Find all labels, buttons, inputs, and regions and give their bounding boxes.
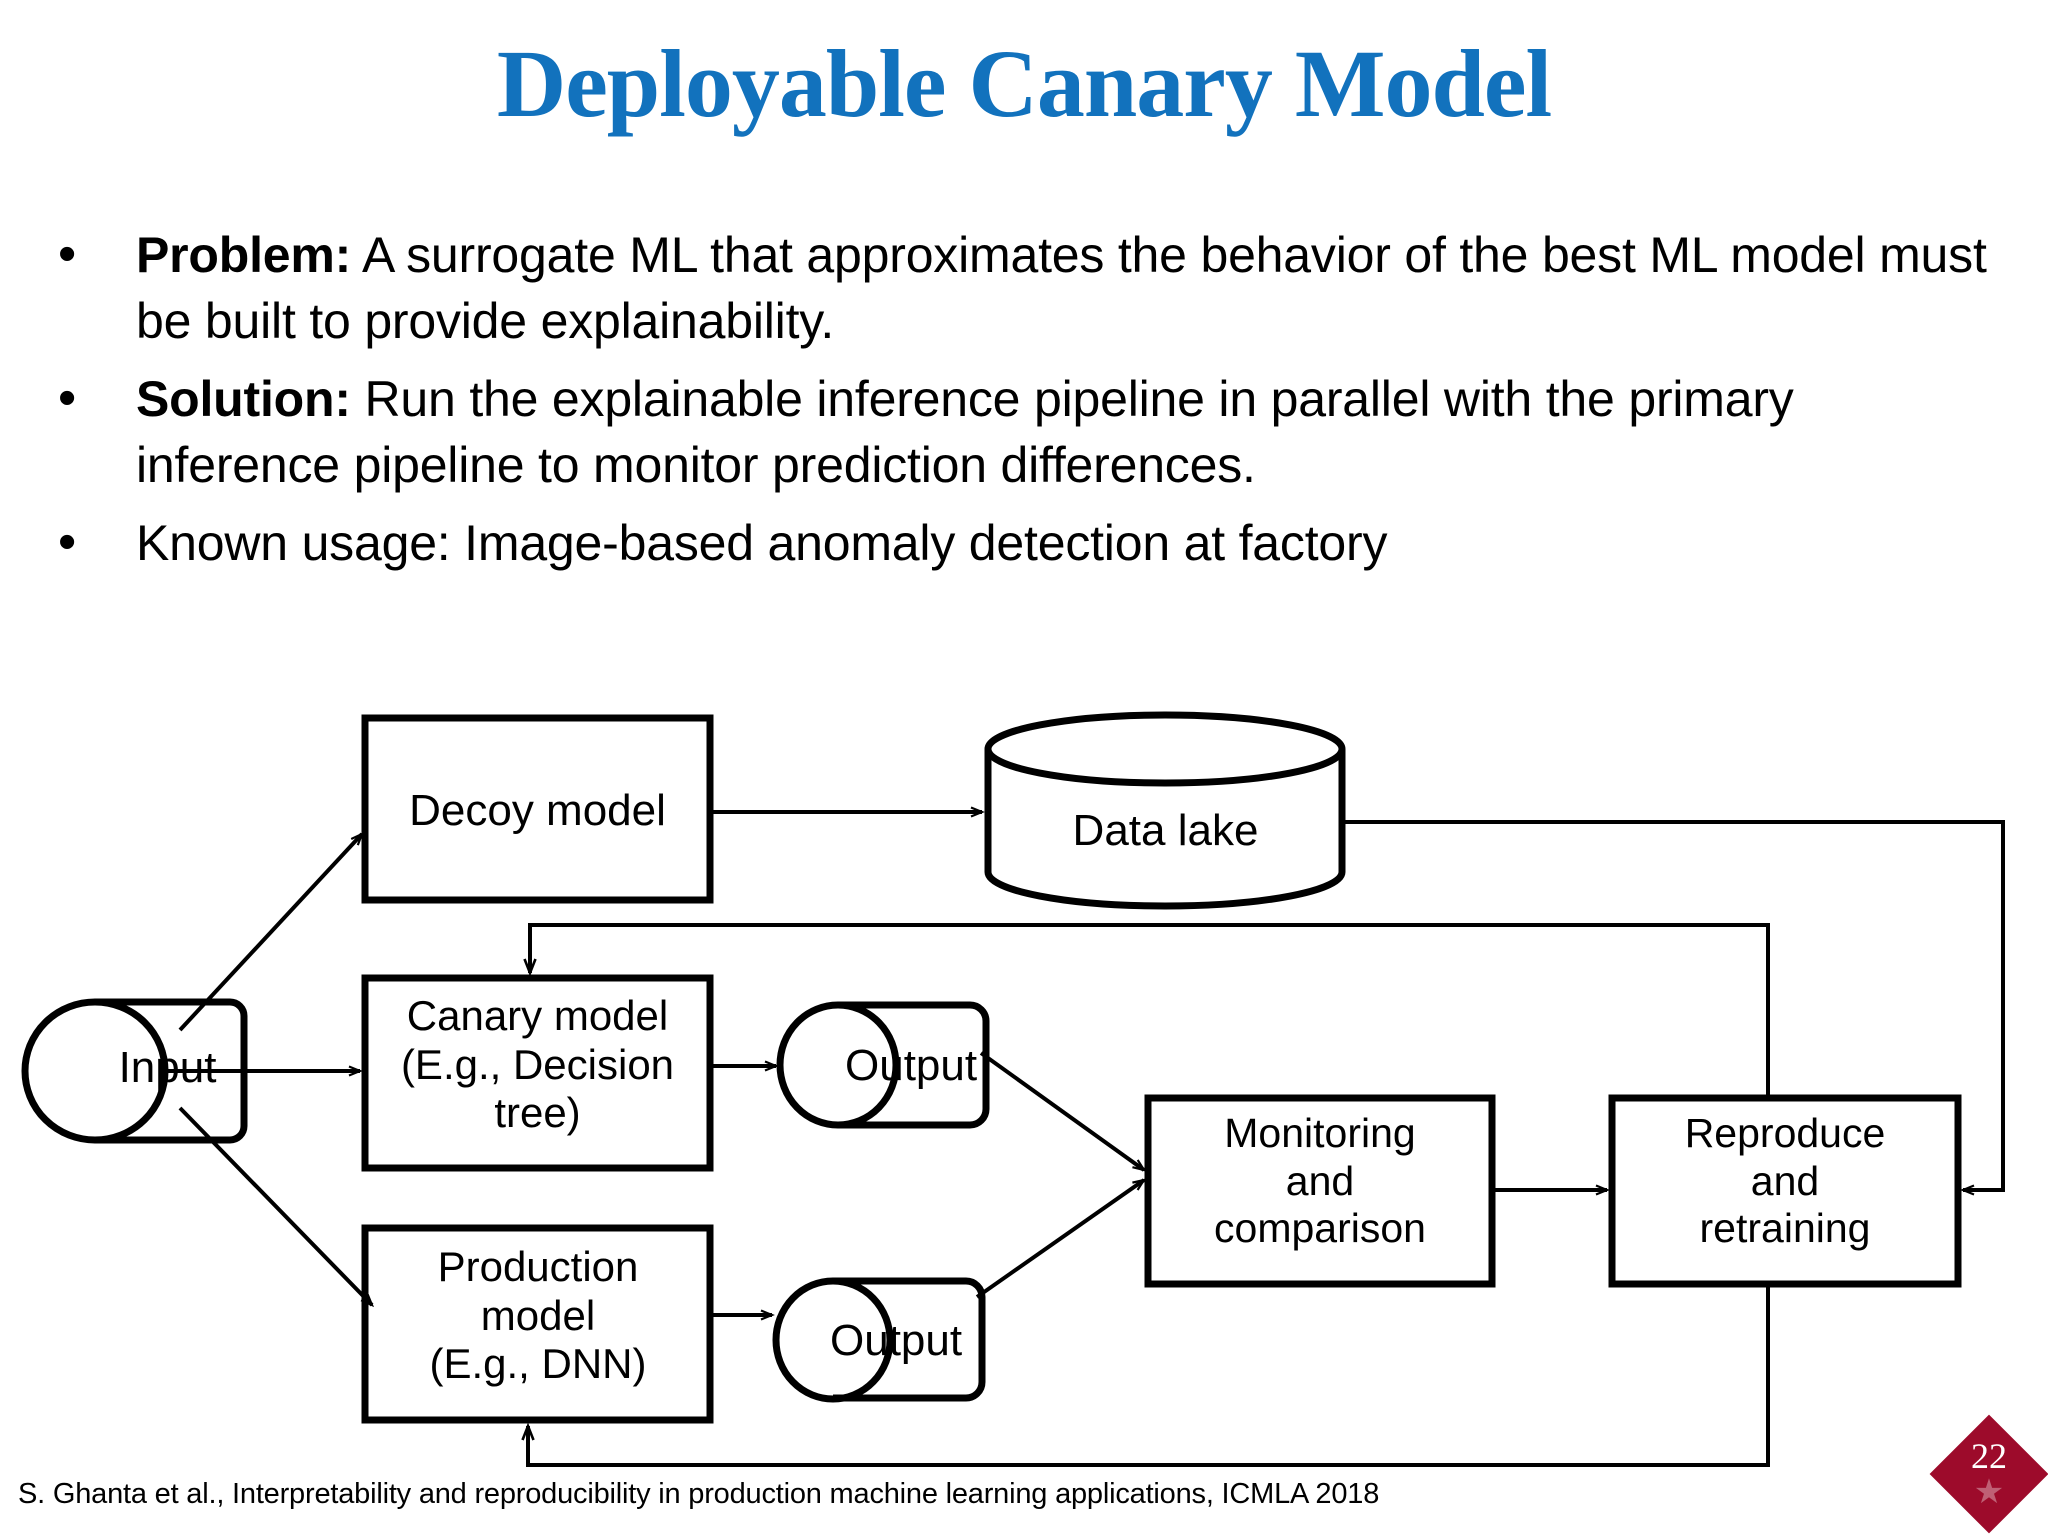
bullet-marker-icon: • — [58, 369, 77, 427]
page-title: Deployable Canary Model — [496, 30, 1552, 137]
bullet-text: Problem: A surrogate ML that approximate… — [136, 222, 2010, 354]
node-label-canary-output: Output — [845, 1041, 978, 1090]
list-item: • Known usage: Image-based anomaly detec… — [40, 510, 2010, 576]
list-item: • Problem: A surrogate ML that approxima… — [40, 222, 2010, 354]
node-label-line: retraining — [1699, 1205, 1871, 1252]
node-label-line: (E.g., DNN) — [429, 1340, 647, 1388]
bullet-marker-icon: • — [58, 513, 77, 571]
edge-production-output-monitoring — [975, 1180, 1144, 1299]
bullet-text: Solution: Run the explainable inference … — [136, 366, 2010, 498]
node-label-production-model: Production model (E.g., DNN) — [358, 1243, 718, 1389]
node-label-line: Canary model — [406, 992, 669, 1039]
bullet-text: Known usage: Image-based anomaly detecti… — [136, 510, 2010, 576]
node-label-monitoring: Monitoring and comparison — [1150, 1110, 1490, 1253]
node-label-line: (E.g., Decision — [400, 1040, 675, 1088]
node-label-production-output: Output — [830, 1316, 963, 1365]
node-label-line: model — [480, 1291, 596, 1339]
footer-citation: S. Ghanta et al., Interpretability and r… — [18, 1478, 1380, 1510]
edge-input-decoy — [178, 834, 362, 1032]
bullet-lead-label: Solution: — [136, 371, 351, 427]
bullet-body-label: Run the explainable inference pipeline i… — [136, 371, 1794, 493]
node-label-line: tree) — [494, 1089, 581, 1137]
university-crest-icon: ★ — [1973, 1473, 2005, 1511]
bullet-body-label: A surrogate ML that approximates the beh… — [136, 227, 1987, 349]
bullet-lead-label: Problem: — [136, 227, 352, 283]
bullet-body-label: Known usage: Image-based anomaly detecti… — [136, 515, 1388, 571]
node-label-data-lake: Data lake — [1072, 806, 1259, 855]
bullet-marker-icon: • — [58, 225, 77, 283]
node-label-reproduce: Reproduce and retraining — [1614, 1110, 1956, 1253]
node-label-line: comparison — [1214, 1205, 1426, 1252]
page-number-badge: 22 ★ — [1929, 1414, 2048, 1534]
node-label-line: and — [1750, 1157, 1820, 1204]
node-label-canary-model: Canary model (E.g., Decision tree) — [350, 992, 725, 1138]
node-label-line: Monitoring — [1224, 1110, 1416, 1156]
node-label-line: Reproduce — [1684, 1110, 1886, 1156]
bullet-list: • Problem: A surrogate ML that approxima… — [40, 222, 2010, 588]
node-label-input: Input — [118, 1043, 217, 1092]
node-label-decoy-model: Decoy model — [409, 786, 666, 835]
node-label-line: and — [1285, 1157, 1355, 1204]
node-label-line: Production — [437, 1243, 639, 1290]
edge-input-production — [178, 1106, 372, 1305]
page-number-label: 22 — [1971, 1436, 2007, 1476]
list-item: • Solution: Run the explainable inferenc… — [40, 366, 2010, 498]
